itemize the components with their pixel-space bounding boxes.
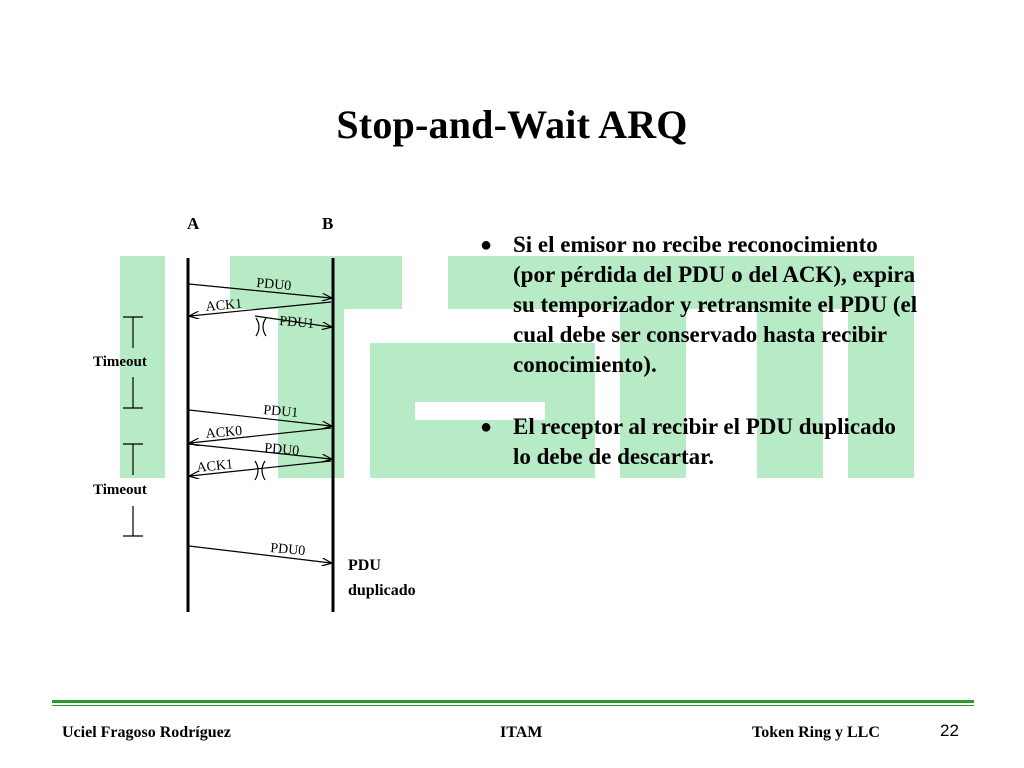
- footer-topic: Token Ring y LLC: [752, 724, 880, 741]
- message-arrow: [190, 460, 332, 476]
- message-label: ACK1: [205, 297, 243, 315]
- message-arrow: [190, 301, 332, 316]
- timeout-label: Timeout: [93, 482, 147, 498]
- message-arrow: [254, 315, 331, 327]
- message-label: ACK1: [196, 457, 234, 476]
- message-label: PDU0: [270, 541, 306, 559]
- duplicate-label: PDU: [348, 557, 381, 574]
- bullet-dot-icon: ●: [480, 234, 493, 256]
- bullet-item: ● Si el emisor no recibe reconocimiento …: [478, 230, 918, 380]
- message-arrow: [190, 427, 332, 443]
- loss-mark-icon: [254, 460, 266, 481]
- message-arrow: [188, 443, 331, 459]
- page-number: 22: [940, 721, 959, 740]
- message-arrow: [188, 283, 331, 298]
- footer-rule: [52, 700, 974, 703]
- footer-rule: [52, 705, 974, 706]
- message-label: PDU1: [263, 403, 299, 421]
- timeout-bracket: [123, 443, 143, 537]
- bullet-text: El receptor al recibir el PDU duplicado …: [513, 414, 896, 469]
- message-arrow: [188, 409, 331, 426]
- footer-author: Uciel Fragoso Rodríguez: [62, 724, 231, 741]
- station-b-label: B: [322, 214, 333, 233]
- timeout-label: Timeout: [93, 354, 147, 370]
- bullet-item: ● El receptor al recibir el PDU duplicad…: [478, 412, 918, 472]
- duplicate-label: duplicado: [348, 582, 416, 599]
- message-label: ACK0: [205, 424, 243, 442]
- bullet-text: Si el emisor no recibe reconocimiento (p…: [513, 232, 918, 377]
- timeout-bracket: [123, 316, 143, 409]
- station-a-label: A: [187, 214, 200, 233]
- slide-title: Stop-and-Wait ARQ: [336, 101, 688, 147]
- bullet-list: ● Si el emisor no recibe reconocimiento …: [478, 230, 918, 504]
- message-label: PDU0: [264, 441, 300, 459]
- message-label: PDU0: [256, 276, 292, 294]
- message-label: PDU1: [279, 314, 315, 332]
- loss-mark-icon: [255, 317, 267, 337]
- message-arrow: [188, 545, 331, 563]
- footer-institution: ITAM: [500, 724, 543, 741]
- bullet-dot-icon: ●: [480, 416, 493, 438]
